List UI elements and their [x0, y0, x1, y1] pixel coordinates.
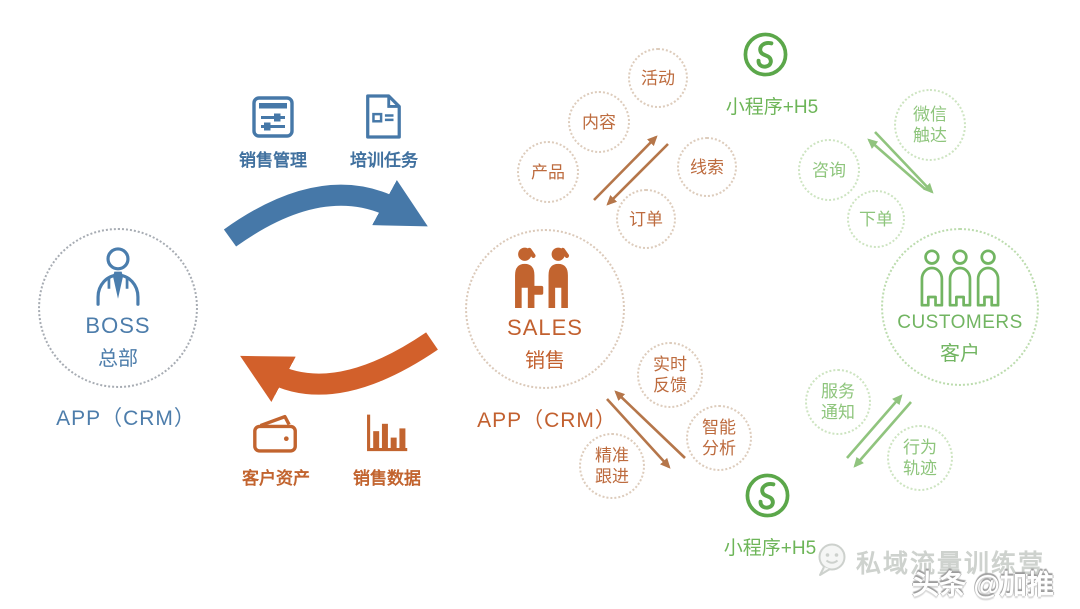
watermark-smiley-icon [813, 542, 855, 580]
customers-node: CUSTOMERS 客户 [881, 228, 1039, 386]
bubble-orders: 订单 [616, 189, 676, 249]
sales-title: SALES [507, 314, 583, 340]
boss-app-label: APP（CRM） [56, 407, 196, 430]
watermark-brand: 私域流量训练营 [856, 550, 1046, 578]
customers-title: CUSTOMERS [897, 311, 1023, 333]
miniprogram-label-bottom: 小程序+H5 [723, 538, 817, 559]
bubble-realtime-feedback: 实时反馈 [637, 342, 703, 408]
boss-node: BOSS 总部 [38, 228, 198, 388]
boss-title: BOSS [85, 312, 151, 338]
bubble-behavior-track: 行为轨迹 [887, 425, 953, 491]
sales-data-label: 销售数据 [353, 469, 421, 488]
salespeople-icon [508, 246, 582, 310]
boss-subtitle: 总部 [98, 347, 138, 370]
miniprogram-icon-bottom [744, 472, 791, 519]
customer-assets-label: 客户资产 [242, 469, 310, 488]
bubble-product: 产品 [517, 141, 579, 203]
bubble-service-notice: 服务通知 [805, 369, 871, 435]
sales-subtitle: 销售 [525, 349, 565, 372]
bubble-consult: 咨询 [798, 139, 860, 201]
miniprogram-icon-top [742, 31, 789, 78]
training-doc-icon [362, 93, 404, 140]
boss-person-icon [89, 246, 147, 308]
bubble-content: 内容 [568, 91, 630, 153]
training-label: 培训任务 [350, 151, 418, 170]
wallet-icon [252, 413, 299, 455]
bubble-leads: 线索 [677, 137, 737, 197]
bubble-precise-followup: 精准跟进 [579, 433, 645, 499]
bubble-place-order: 下单 [847, 190, 905, 248]
sales-app-label: APP（CRM） [477, 409, 617, 432]
cycle-arrow-sales-to-boss [240, 332, 438, 402]
bubble-activity: 活动 [628, 48, 688, 108]
customers-group-icon [918, 248, 1002, 307]
bubble-smart-analysis: 智能分析 [686, 405, 752, 471]
bubble-wechat-reach: 微信触达 [894, 89, 966, 161]
sales-mgmt-label: 销售管理 [239, 151, 307, 170]
sales-node: SALES 销售 [465, 229, 625, 389]
miniprogram-label-top: 小程序+H5 [725, 97, 819, 118]
customers-subtitle: 客户 [940, 342, 980, 365]
bar-chart-icon [364, 412, 410, 454]
watermark-credit: 头条 @加推 [912, 570, 1054, 600]
sliders-icon [251, 95, 295, 139]
cycle-arrow-boss-to-sales [223, 180, 428, 247]
